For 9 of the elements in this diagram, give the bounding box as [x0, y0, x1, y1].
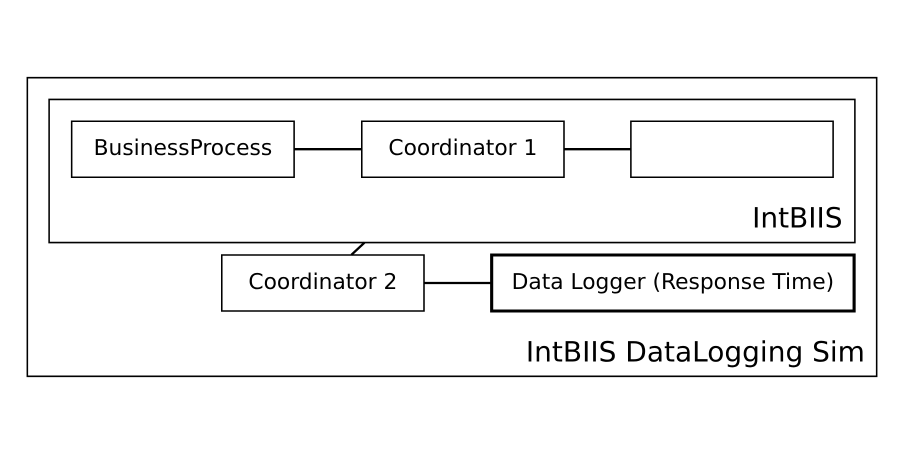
node-box: BusinessProcess	[70, 120, 295, 178]
node-box: Coordinator 1	[361, 120, 565, 178]
connector	[294, 148, 362, 150]
connector	[564, 148, 630, 150]
node-box	[630, 120, 834, 178]
connector	[350, 242, 366, 256]
node-box: Data Logger (Response Time)	[490, 253, 856, 313]
node-box: Coordinator 2	[221, 254, 425, 312]
connector	[424, 282, 492, 284]
